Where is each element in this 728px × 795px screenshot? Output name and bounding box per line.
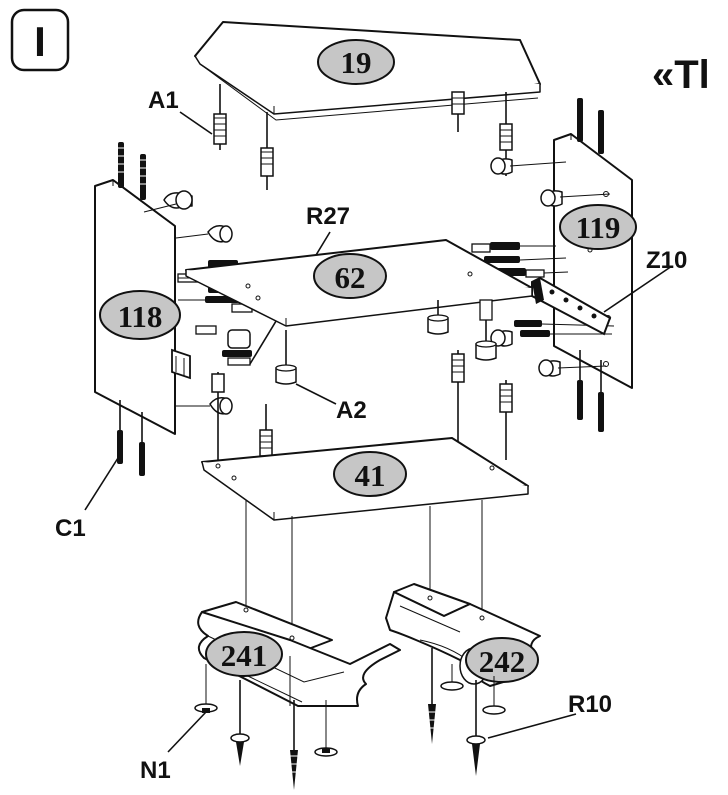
left-panel-dowels-top xyxy=(118,142,146,200)
callout-a2: A2 xyxy=(336,397,367,424)
badge-bottom-panel-oval xyxy=(333,451,407,497)
badge-left-side: 118 xyxy=(118,299,163,334)
title-fragment: «Tl xyxy=(652,53,710,97)
right-side-panel: 119 xyxy=(553,133,637,389)
callout-c1: C1 xyxy=(55,515,86,542)
step-box: I xyxy=(10,8,70,72)
badge-middle-shelf-oval xyxy=(313,253,387,299)
badge-right-side-oval xyxy=(559,204,637,250)
badge-right-plinth: 242 xyxy=(479,644,526,679)
left-cam-locks xyxy=(143,190,233,460)
callout-z10: Z10 xyxy=(646,247,687,274)
bottom-panel: 41 xyxy=(201,437,529,521)
middle-shelf: 62 xyxy=(185,239,533,327)
step-label: I xyxy=(34,18,46,65)
badge-right-plinth-oval xyxy=(465,637,539,683)
callout-a1: A1 xyxy=(148,87,179,114)
top-panel: 19 xyxy=(194,21,541,121)
badge-left-plinth-oval xyxy=(205,631,283,677)
callout-r27: R27 xyxy=(306,203,350,230)
bottom-panel-dowels xyxy=(259,350,513,470)
left-panel-dowels-bottom xyxy=(117,400,145,476)
callout-r10: R10 xyxy=(568,691,612,718)
badge-bottom-panel: 41 xyxy=(355,458,386,493)
badge-middle-shelf: 62 xyxy=(335,260,366,295)
left-bracket xyxy=(171,348,191,380)
badge-left-side-oval xyxy=(99,290,181,340)
left-side-panel: 118 xyxy=(94,179,181,435)
right-panel-dowels xyxy=(577,98,604,432)
badge-top-panel: 19 xyxy=(341,45,372,80)
right-plinth: 242 xyxy=(385,583,541,687)
badge-top-panel-oval xyxy=(317,39,395,85)
plinth-guide-lines xyxy=(245,500,483,640)
left-plinth-fittings xyxy=(194,664,338,790)
right-plinth-fittings xyxy=(428,648,506,776)
shelf-supports xyxy=(275,299,497,385)
left-plinth: 241 xyxy=(197,601,401,707)
badge-right-side: 119 xyxy=(576,210,621,245)
right-cam-locks xyxy=(490,157,611,377)
callout-n1: N1 xyxy=(140,757,171,784)
badge-left-plinth: 241 xyxy=(221,638,268,673)
